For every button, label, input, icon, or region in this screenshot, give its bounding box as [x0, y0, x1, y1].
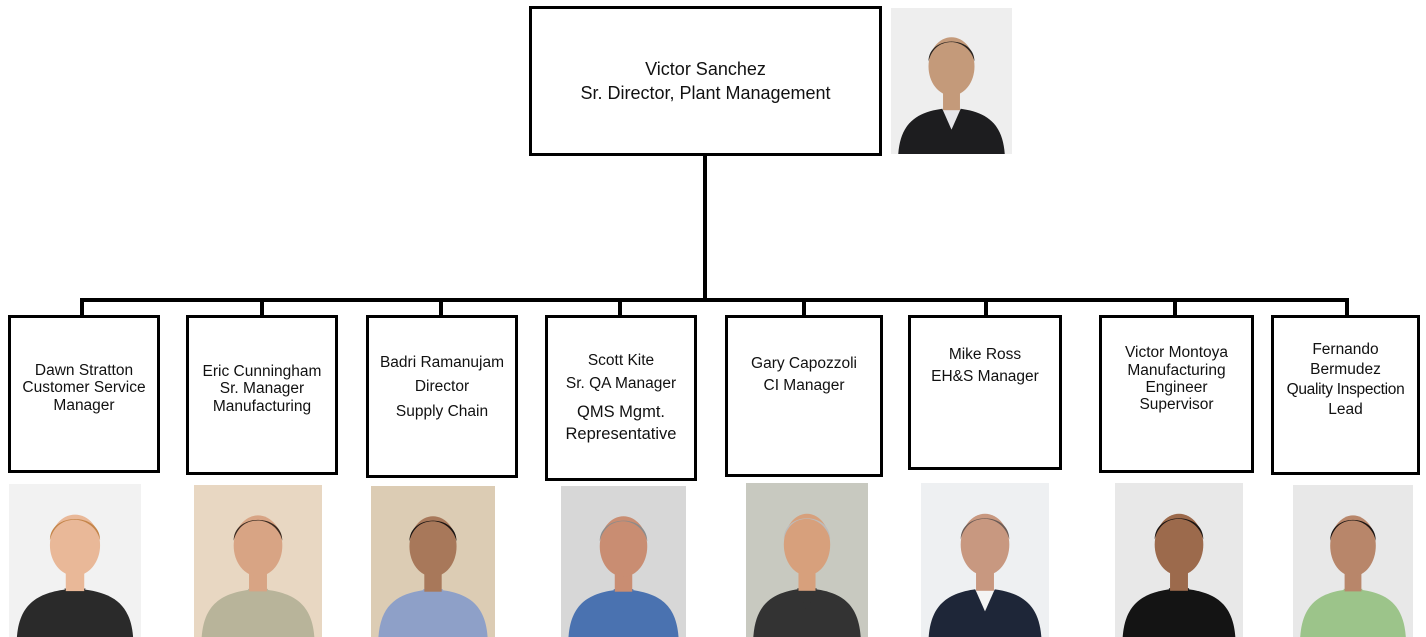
- portrait-image: [561, 486, 686, 637]
- top-title: Sr. Director, Plant Management: [580, 83, 831, 103]
- report-line: Supervisor: [1139, 396, 1214, 414]
- report-photo-badri-ramanujam: [371, 486, 495, 637]
- report-photo-victor-montoya: [1115, 483, 1243, 637]
- report-line: Engineer: [1145, 379, 1208, 396]
- report-line: Sr. Manager: [219, 380, 305, 398]
- report-line: Mike Ross: [948, 345, 1022, 363]
- report-line: Victor Montoya: [1124, 344, 1229, 362]
- portrait-image: [9, 484, 141, 637]
- top-photo: [891, 8, 1012, 154]
- report-line: Bermudez: [1310, 360, 1381, 378]
- report-line: Sr. QA Manager: [565, 374, 677, 392]
- top-position-box: Victor Sanchez Sr. Director, Plant Manag…: [529, 6, 882, 156]
- report-photo-fernando-bermudez: [1293, 485, 1413, 637]
- portrait-image: [371, 486, 495, 637]
- report-box-fernando-bermudez: Fernando Bermudez Quality Inspection Lea…: [1271, 315, 1420, 475]
- portrait-image: [194, 485, 322, 637]
- report-box-badri-ramanujam: Badri Ramanujam Director Supply Chain: [366, 315, 518, 478]
- report-line: Scott Kite: [587, 352, 655, 370]
- connector-drop: [439, 298, 443, 317]
- report-extra-line: QMS Mgmt. Representative: [566, 401, 677, 446]
- connector-drop: [618, 298, 622, 317]
- connector-drop: [80, 298, 84, 317]
- connector-trunk: [703, 156, 707, 302]
- connector-drop: [1345, 298, 1349, 317]
- report-box-eric-cunningham: Eric Cunningham Sr. Manager Manufacturin…: [186, 315, 338, 475]
- portrait-image: [1115, 483, 1243, 637]
- report-line: Fernando: [1312, 340, 1379, 358]
- report-line: Dawn Stratton: [34, 361, 134, 379]
- report-photo-dawn-stratton: [9, 484, 141, 637]
- top-name: Victor Sanchez: [645, 58, 766, 79]
- report-line: Director: [414, 378, 470, 396]
- report-line: Badri Ramanujam: [379, 354, 505, 372]
- report-line: Manufacturing: [1127, 361, 1226, 379]
- connector-drop: [260, 298, 264, 317]
- connector-bus: [80, 298, 1349, 302]
- portrait-image: [746, 483, 868, 637]
- connector-drop: [802, 298, 806, 317]
- connector-drop: [984, 298, 988, 317]
- report-line: CI Manager: [763, 377, 845, 394]
- report-photo-gary-capozzoli: [746, 483, 868, 637]
- report-box-dawn-stratton: Dawn Stratton Customer Service Manager: [8, 315, 160, 473]
- portrait-image: [1293, 485, 1413, 637]
- report-box-mike-ross: Mike Ross EH&S Manager: [908, 315, 1062, 470]
- report-photo-mike-ross: [921, 483, 1049, 637]
- report-line: Customer Service: [22, 379, 146, 397]
- connector-drop: [1173, 298, 1177, 317]
- report-extra-text: QMS Mgmt.: [576, 403, 665, 422]
- report-line: EH&S Manager: [931, 367, 1039, 385]
- portrait-image: [891, 8, 1012, 154]
- report-box-gary-capozzoli: Gary Capozzoli CI Manager: [725, 315, 883, 477]
- report-line: Lead: [1328, 401, 1363, 419]
- report-line: Gary Capozzoli: [751, 355, 857, 373]
- report-box-scott-kite: Scott Kite Sr. QA Manager QMS Mgmt. Repr…: [545, 315, 697, 481]
- report-line: Supply Chain: [395, 402, 489, 420]
- portrait-image: [921, 483, 1049, 637]
- report-line: Eric Cunningham: [202, 362, 322, 380]
- report-extra-text: Representative: [565, 425, 677, 444]
- report-box-victor-montoya: Victor Montoya Manufacturing Engineer Su…: [1099, 315, 1254, 473]
- report-line: Manufacturing: [212, 397, 312, 415]
- report-photo-scott-kite: [561, 486, 686, 637]
- report-line: Quality Inspection: [1286, 381, 1405, 398]
- report-photo-eric-cunningham: [194, 485, 322, 637]
- report-line: Manager: [53, 396, 115, 414]
